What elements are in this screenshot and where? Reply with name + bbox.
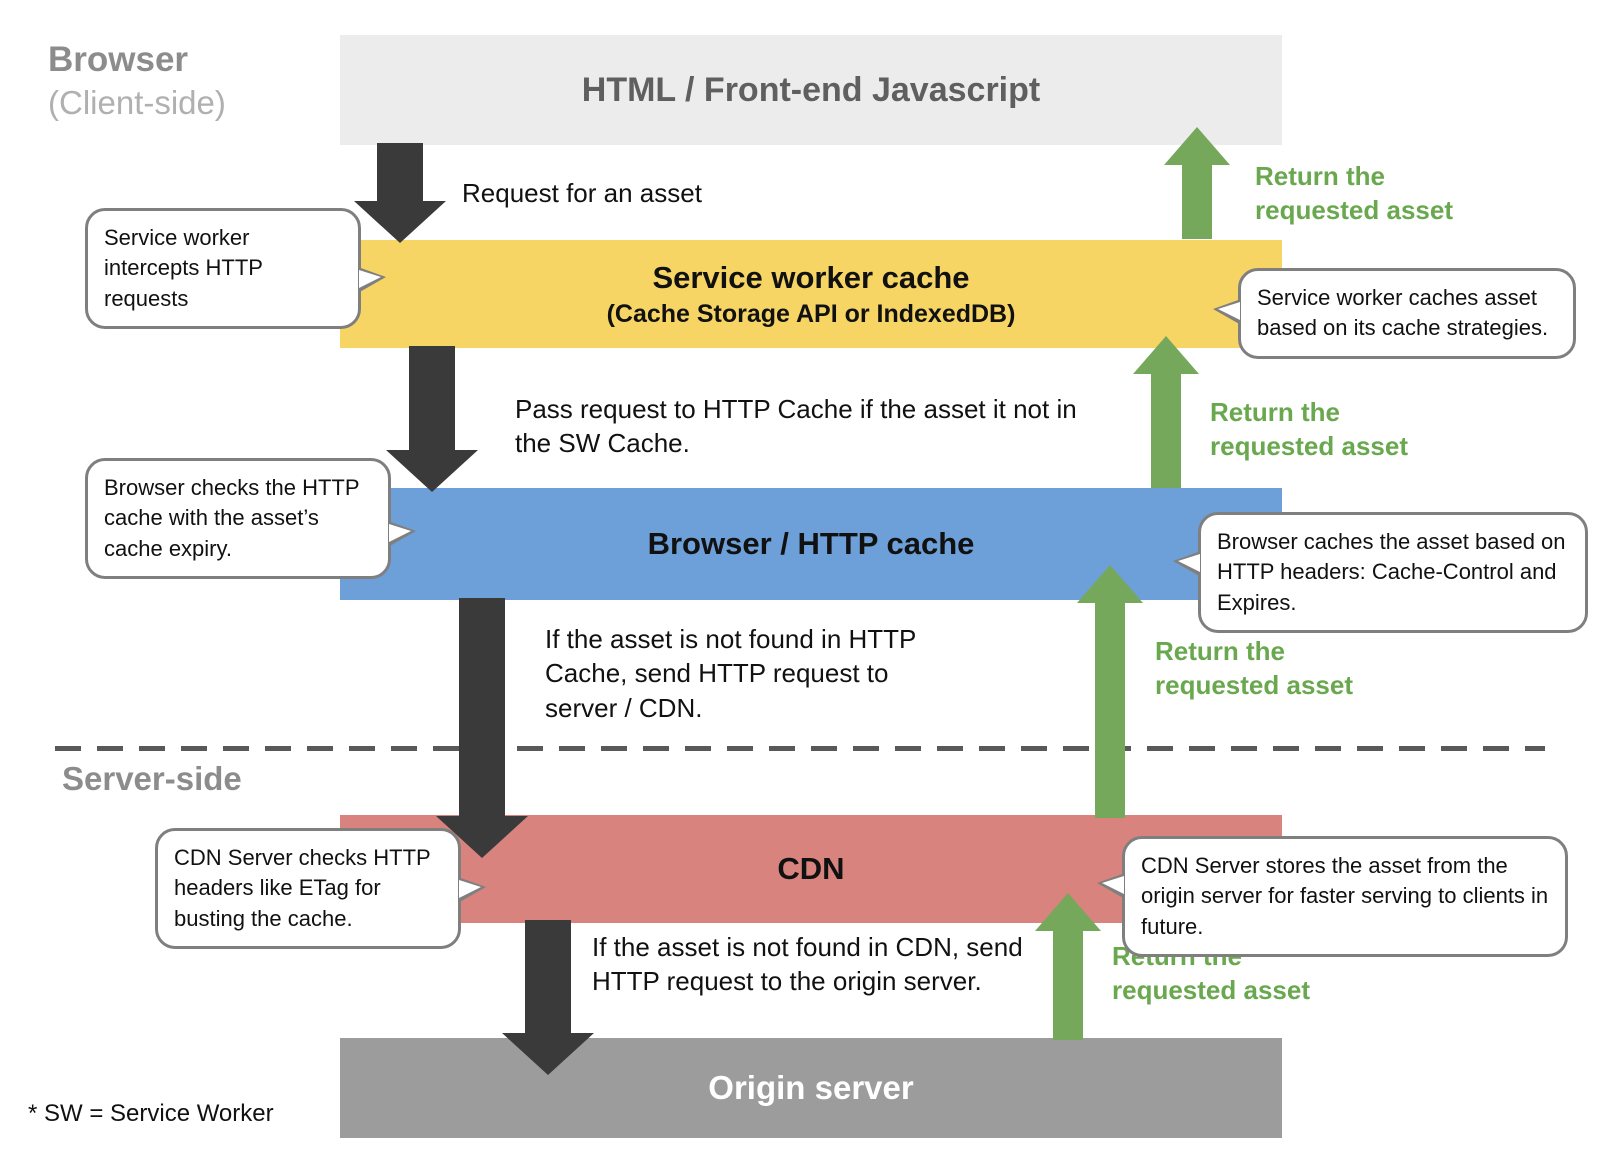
request-label-to-origin: If the asset is not found in CDN, send H…	[592, 932, 1023, 997]
arrow-shaft	[459, 598, 505, 816]
callout-cdn-stores: CDN Server stores the asset from the ori…	[1097, 836, 1568, 958]
layer-origin-server-bar: Origin server	[340, 1038, 1282, 1138]
callout-tail-icon	[388, 521, 416, 547]
callout-tail-icon	[358, 267, 386, 293]
arrow-shaft	[377, 143, 423, 201]
request-down-arrow-icon	[386, 346, 478, 492]
arrow-shaft	[1053, 931, 1083, 1040]
client-server-divider	[55, 746, 1545, 751]
layer-cdn-title: CDN	[777, 851, 845, 886]
callout-text: Service worker intercepts HTTP requests	[104, 225, 263, 311]
return-up-arrow-icon	[1133, 336, 1199, 488]
callout-browser-checks: Browser checks the HTTP cache with the a…	[85, 458, 416, 580]
browser-side-label: Browser (Client-side)	[48, 38, 226, 123]
arrow-head	[1077, 565, 1143, 603]
sw-footnote: * SW = Service Worker	[28, 1100, 274, 1127]
arrow-head	[1164, 127, 1230, 165]
return-label-1: Return the requested asset	[1255, 161, 1453, 225]
callout-cdn-checks: CDN Server checks HTTP headers like ETag…	[155, 828, 486, 950]
arrow-shaft	[525, 920, 571, 1033]
callout-sw-caches: Service worker caches asset based on its…	[1213, 268, 1576, 359]
layer-service-worker-title: Service worker cache	[652, 259, 970, 295]
return-up-arrow-icon	[1035, 893, 1101, 1040]
layer-origin-server-title: Origin server	[708, 1069, 914, 1106]
request-label-to-service-worker: Request for an asset	[462, 178, 702, 208]
layer-http-cache-title: Browser / HTTP cache	[647, 526, 975, 561]
arrow-head	[502, 1033, 594, 1075]
callout-text: Browser checks the HTTP cache with the a…	[104, 475, 360, 561]
arrow-head	[386, 450, 478, 492]
request-label-to-http-cache: Pass request to HTTP Cache if the asset …	[515, 394, 1077, 459]
request-label-to-cdn: If the asset is not found in HTTP Cache,…	[545, 624, 916, 723]
request-down-arrow-icon	[502, 920, 594, 1075]
callout-tail-icon	[1097, 873, 1125, 899]
arrow-shaft	[1095, 603, 1125, 818]
arrow-head	[1133, 336, 1199, 374]
browser-label: Browser	[48, 40, 189, 79]
callout-text: Browser caches the asset based on HTTP h…	[1217, 529, 1566, 615]
request-down-arrow-icon	[436, 598, 528, 858]
client-side-label: (Client-side)	[48, 83, 226, 121]
callout-sw-intercepts: Service worker intercepts HTTP requests	[85, 208, 386, 330]
arrow-shaft	[1182, 165, 1212, 239]
callout-tail-icon	[1173, 551, 1201, 577]
arrow-head	[1035, 893, 1101, 931]
callout-text: CDN Server stores the asset from the ori…	[1141, 853, 1549, 939]
return-label-3: Return the requested asset	[1155, 636, 1353, 700]
arrow-shaft	[409, 346, 455, 450]
callout-tail-icon	[458, 877, 486, 903]
callout-text: CDN Server checks HTTP headers like ETag…	[174, 845, 431, 931]
layer-frontend-bar: HTML / Front-end Javascript	[340, 35, 1282, 145]
return-label-2: Return the requested asset	[1210, 397, 1408, 461]
arrow-shaft	[1151, 374, 1181, 488]
callout-browser-caches: Browser caches the asset based on HTTP h…	[1173, 512, 1588, 634]
layer-service-worker-bar: Service worker cache (Cache Storage API …	[340, 240, 1282, 348]
callout-tail-icon	[1213, 299, 1241, 325]
arrow-head	[354, 201, 446, 243]
callout-text: Service worker caches asset based on its…	[1257, 285, 1549, 341]
return-up-arrow-icon	[1164, 127, 1230, 239]
server-side-label: Server-side	[62, 760, 242, 797]
layer-http-cache-bar: Browser / HTTP cache	[340, 488, 1282, 600]
return-up-arrow-icon	[1077, 565, 1143, 818]
layer-frontend-title: HTML / Front-end Javascript	[581, 70, 1041, 109]
request-down-arrow-icon	[354, 143, 446, 243]
layer-service-worker-subtitle: (Cache Storage API or IndexedDB)	[606, 299, 1016, 328]
